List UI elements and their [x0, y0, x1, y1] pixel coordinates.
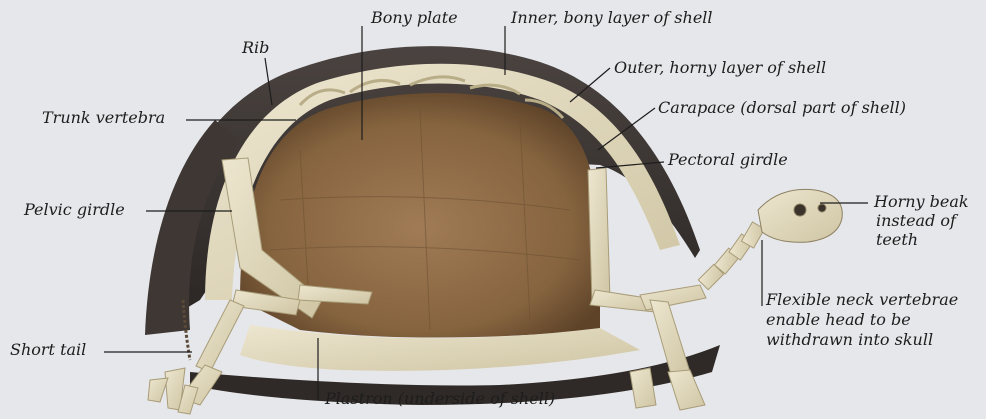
label-horny-beak: Horny beak [874, 192, 969, 212]
label-trunk-vertebra: Trunk vertebra [42, 108, 165, 128]
label-inner-bony-layer: Inner, bony layer of shell [511, 8, 713, 28]
label-carapace: Carapace (dorsal part of shell) [658, 98, 906, 118]
label-plastron: Plastron (underside of shell) [325, 389, 555, 409]
label-horny-beak-line3: teeth [876, 230, 918, 250]
label-pelvic-girdle: Pelvic girdle [24, 200, 125, 220]
label-neck-vertebrae-line2: enable head to be [766, 310, 911, 330]
label-short-tail: Short tail [10, 340, 86, 360]
label-neck-vertebrae: Flexible neck vertebrae [766, 290, 958, 310]
label-rib: Rib [242, 38, 269, 58]
label-outer-horny-layer: Outer, horny layer of shell [614, 58, 826, 78]
skull [758, 189, 842, 242]
label-horny-beak-line2: instead of [876, 211, 956, 231]
label-pectoral-girdle: Pectoral girdle [668, 150, 788, 170]
neck-vertebrae [698, 222, 764, 290]
label-neck-vertebrae-line3: withdrawn into skull [766, 330, 933, 350]
label-bony-plate: Bony plate [371, 8, 458, 28]
